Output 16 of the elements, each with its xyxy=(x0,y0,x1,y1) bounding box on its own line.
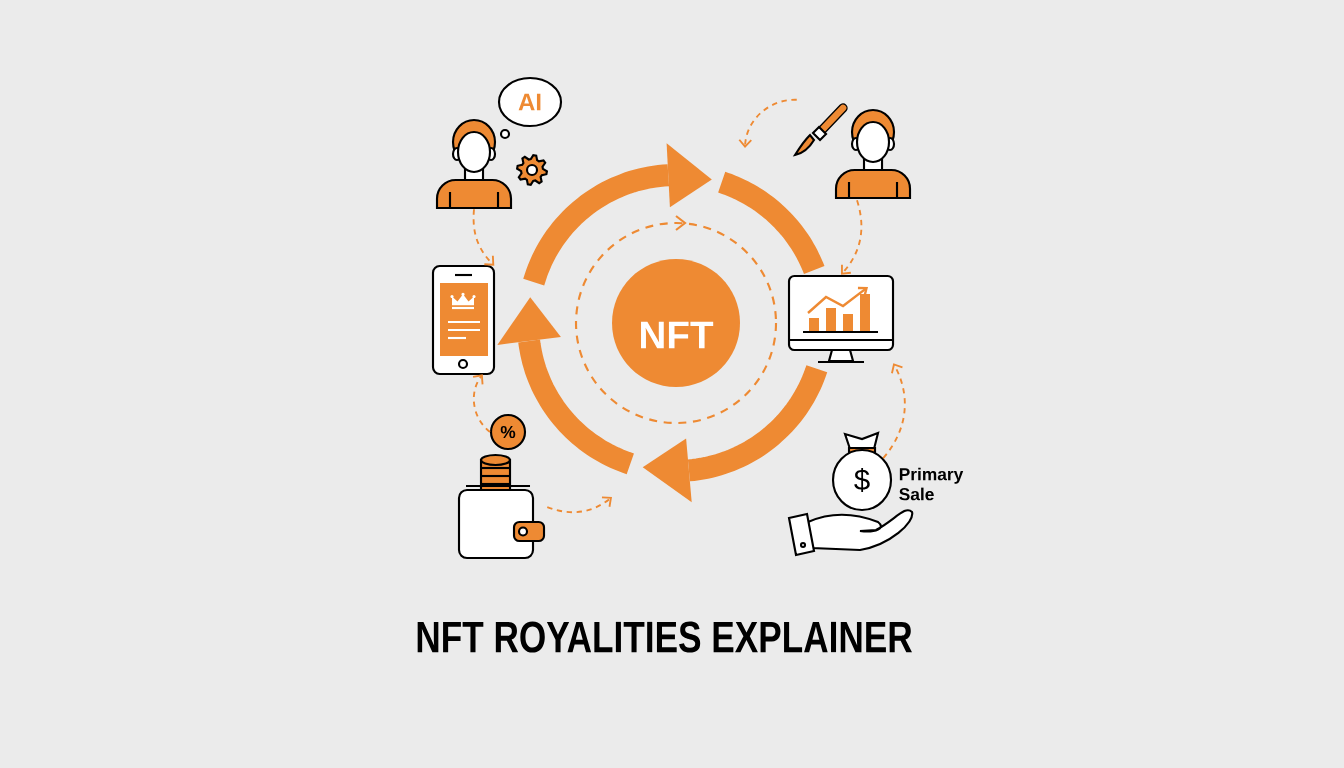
dashed-arrow xyxy=(841,199,863,275)
dashed-arrow xyxy=(472,374,491,433)
dashed-arrow xyxy=(738,98,798,148)
money-bag: $ xyxy=(831,431,893,512)
speech-bubble: AI xyxy=(497,76,563,128)
phone-drawing xyxy=(431,264,496,376)
dashed-arrow xyxy=(546,496,612,514)
dashed-arrow xyxy=(882,363,906,459)
person-drawing xyxy=(834,108,912,200)
title: NFT ROYALITIES EXPLAINER xyxy=(417,621,912,653)
percent-coin: % xyxy=(489,413,527,451)
wallet-drawing xyxy=(457,453,546,560)
dashed-arrow xyxy=(472,208,495,266)
person-drawing xyxy=(435,118,513,210)
caption-text: Primary Sale xyxy=(899,467,964,501)
monitor-drawing xyxy=(787,274,895,364)
